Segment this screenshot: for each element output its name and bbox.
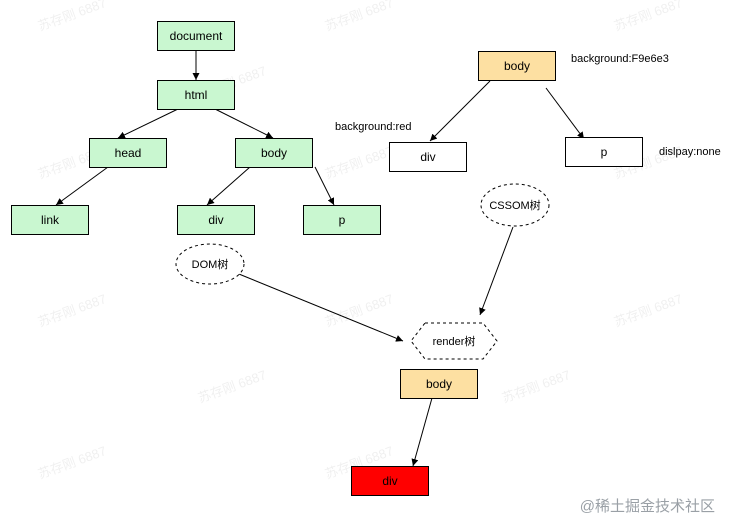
cssom-tree-label: CSSOM树 bbox=[489, 200, 541, 212]
arrow-render-body-div bbox=[411, 397, 433, 467]
cssom-tree-oval-shape bbox=[480, 183, 550, 227]
arrow-head-link bbox=[55, 166, 109, 206]
cssom-body-style: background:F9e6e3 bbox=[571, 53, 669, 65]
cssom-node-div: div bbox=[389, 142, 467, 172]
arrow-cssom-body-div bbox=[429, 80, 491, 142]
dom-node-html: html bbox=[157, 80, 235, 110]
dom-node-link: link bbox=[11, 205, 89, 235]
cssom-node-p: p bbox=[565, 137, 643, 167]
render-node-div: div bbox=[351, 466, 429, 496]
cssom-div-style: background:red bbox=[335, 121, 412, 133]
dom-node-body: body bbox=[235, 138, 313, 168]
arrow-cssom-body-p bbox=[545, 87, 585, 140]
cssom-p-style: dislpay:none bbox=[659, 146, 721, 158]
dom-node-div: div bbox=[177, 205, 255, 235]
dom-tree-label: DOM树 bbox=[191, 259, 229, 271]
render-tree-hexagon-shape bbox=[410, 322, 498, 360]
arrow-html-head bbox=[117, 108, 179, 139]
cssom-node-body: body bbox=[478, 51, 556, 81]
footer-credit: @稀土掘金技术社区 bbox=[579, 498, 715, 515]
render-node-body: body bbox=[400, 369, 478, 399]
arrow-dom-to-render bbox=[233, 271, 404, 342]
arrow-cssom-to-render bbox=[479, 226, 514, 316]
dom-node-p: p bbox=[303, 205, 381, 235]
dom-node-document: document bbox=[157, 21, 235, 51]
arrow-body-div bbox=[206, 166, 251, 206]
render-tree-label: render树 bbox=[432, 336, 476, 348]
dom-node-head: head bbox=[89, 138, 167, 168]
arrow-html-body bbox=[214, 108, 274, 139]
dom-tree-oval-shape bbox=[175, 243, 245, 285]
arrow-body-p bbox=[314, 166, 335, 206]
